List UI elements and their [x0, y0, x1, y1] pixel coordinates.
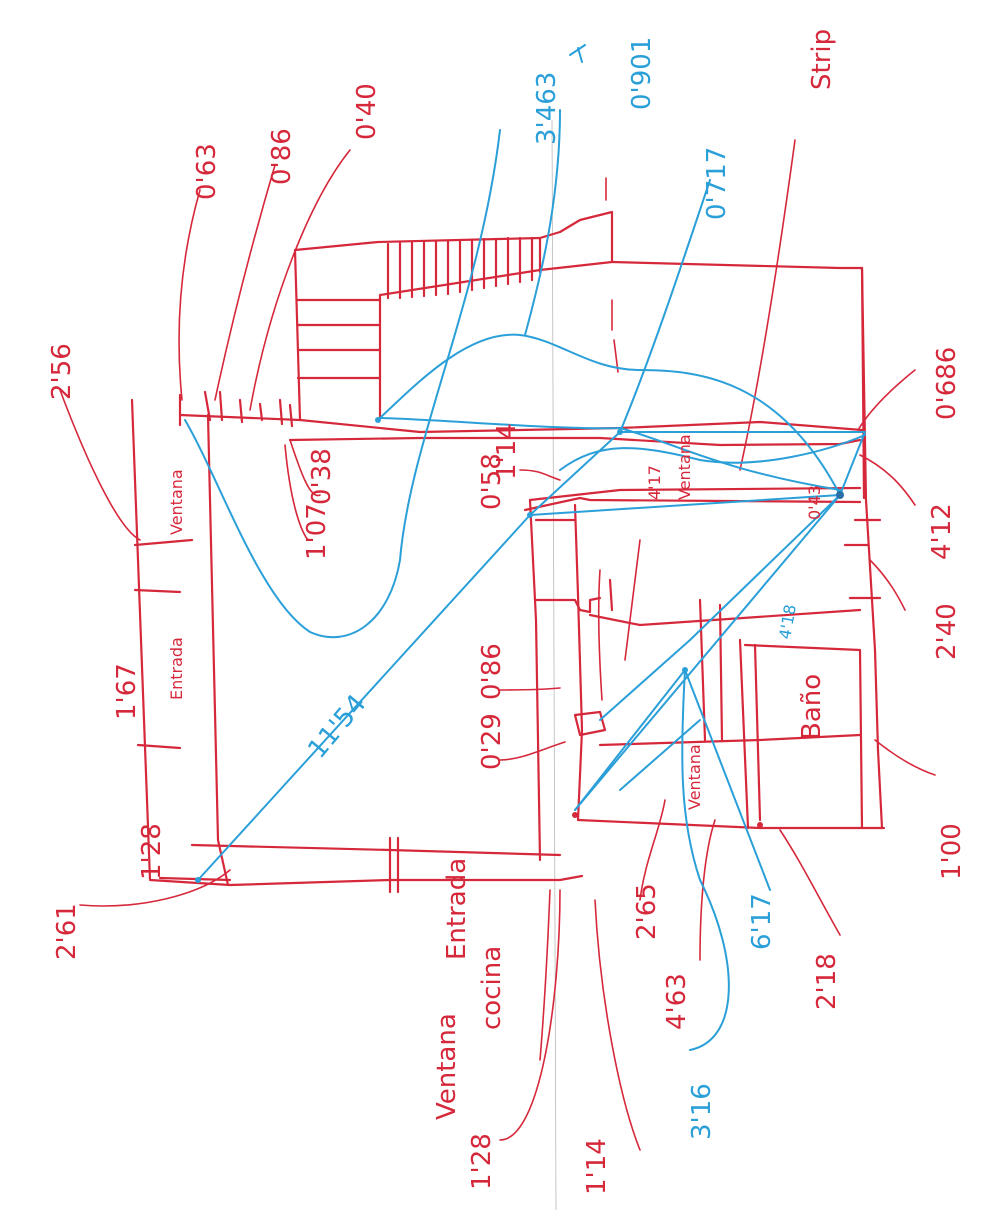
word-ventana-left: Ventana: [167, 469, 186, 535]
label-4-17: 4'17: [645, 465, 664, 500]
red-leaders: [59, 139, 936, 1151]
blue-line-0717: [619, 179, 711, 433]
inner-stub: [534, 518, 602, 614]
right-outer-wall: [860, 266, 884, 830]
label-0-29: 0'29: [477, 713, 507, 770]
door-marks-mid: [573, 710, 607, 737]
corridor-wall-upper: [178, 413, 864, 434]
label-3-16: 3'16: [687, 1083, 717, 1140]
label-1-28-bottom: 1'28: [467, 1133, 497, 1190]
label-4-12: 4'12: [927, 503, 957, 560]
label-1-14: 1'14: [492, 423, 522, 480]
small-room-lines: [608, 578, 724, 742]
label-0-38: 0'38: [307, 448, 337, 505]
corridor-wall-lower: [288, 436, 862, 447]
label-2-40: 2'40: [932, 603, 962, 660]
right-tick-marks: [843, 518, 882, 600]
label-2-18: 2'18: [812, 953, 842, 1010]
label-1-07: 1'07: [302, 503, 332, 560]
word-ventana-right: Ventana: [675, 434, 694, 500]
blue-line-316: [681, 669, 730, 1051]
label-0-43: 0'43: [805, 485, 824, 520]
pencil-guide-line: [551, 119, 557, 1211]
red-labels: 0'63 0'86 0'40 Strip 2'56 1'67 1'28 2'61…: [47, 29, 967, 1195]
word-banio: Baño: [797, 674, 827, 740]
label-0-63: 0'63: [192, 143, 222, 200]
stair-landing-lines: [296, 298, 382, 380]
label-1-67: 1'67: [112, 663, 142, 720]
label-0-717: 0'717: [702, 147, 732, 220]
label-2-65: 2'65: [632, 883, 662, 940]
blue-labels: 3'463 0'901 0'717 11'54 4'18 6'17 3'16: [302, 37, 800, 1140]
blue-diagonal-2: [529, 431, 866, 811]
inner-room-top: [523, 486, 862, 512]
blue-line-0901: [524, 109, 561, 336]
blue-curve-top: [379, 333, 841, 496]
room-bottom: [576, 818, 886, 830]
word-ventana-mid: Ventana: [685, 744, 704, 810]
bathroom-box: [738, 638, 864, 830]
blue-arrow-top: [569, 44, 586, 63]
label-0-40: 0'40: [352, 83, 382, 140]
label-diagonal: 11'54: [302, 689, 372, 764]
blue-wave-lower: [559, 434, 866, 471]
label-1-00: 1'00: [937, 823, 967, 880]
label-1-14-bottom: 1'14: [582, 1138, 612, 1195]
word-ventana-bottom: Ventana: [432, 1013, 462, 1120]
blue-wave-mid: [379, 417, 841, 491]
inner-vertical-left: [528, 498, 584, 862]
label-1-28: 1'28: [137, 823, 167, 880]
label-2-61: 2'61: [52, 903, 82, 960]
word-cocina: cocina: [477, 946, 507, 1030]
label-2-56: 2'56: [47, 343, 77, 400]
word-entrada-bottom: Entrada: [442, 858, 472, 960]
bottom-door: [388, 836, 400, 894]
label-0-686: 0'686: [932, 347, 962, 420]
plan-walls: [130, 177, 886, 894]
label-0-86: 0'86: [267, 128, 297, 185]
label-4-18: 4'18: [775, 603, 800, 641]
label-0-86b: 0'86: [477, 643, 507, 700]
label-0-58: 0'58: [477, 453, 507, 510]
stair-treads: [386, 236, 542, 300]
label-0-901: 0'901: [627, 37, 657, 110]
room-divider-1: [588, 608, 862, 627]
label-3-463: 3'463: [532, 72, 562, 145]
label-6-17: 6'17: [747, 893, 777, 950]
left-inner-wall: [206, 413, 230, 887]
left-outer-wall: [130, 398, 232, 887]
bottom-wall: [190, 843, 584, 887]
stair-outline: [293, 210, 614, 422]
stair-dashed: [605, 177, 619, 373]
blue-measurements: [184, 44, 866, 1051]
label-strip: Strip: [807, 29, 837, 90]
label-4-63: 4'63: [662, 973, 692, 1030]
room-divider-2: [598, 733, 862, 747]
word-entrada-left: Entrada: [167, 637, 186, 700]
blue-curve-left: [184, 129, 501, 639]
top-left-ticks: [178, 390, 294, 428]
left-tick-marks: [133, 538, 232, 882]
